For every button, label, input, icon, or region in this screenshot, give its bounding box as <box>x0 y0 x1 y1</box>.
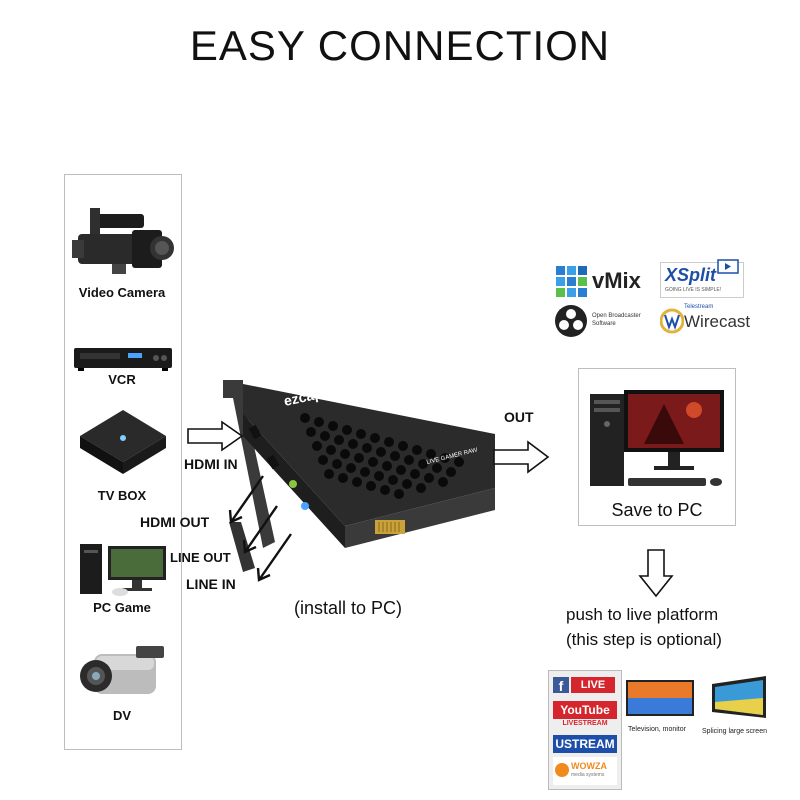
facebook-icon: f <box>553 677 569 694</box>
out-label: OUT <box>504 409 534 425</box>
xsplit-logo-text: XSplit <box>665 265 717 285</box>
down-arrow-icon <box>638 549 674 598</box>
vmix-logo-text: vMix <box>592 268 641 293</box>
hdmi-in-arrow-icon <box>187 420 244 452</box>
youtube-logo: YouTube <box>553 701 617 719</box>
wirecast-top-text: Telestream <box>684 304 714 310</box>
wowza-icon <box>555 763 569 777</box>
wirecast-logo-icon <box>660 308 684 334</box>
vmix-logo-icon <box>556 266 587 297</box>
xsplit-logo: XSplit GOING LIVE IS SIMPLE! <box>660 259 744 298</box>
television-monitor-icon <box>626 680 694 716</box>
line-in-label: LINE IN <box>186 576 236 592</box>
tv-monitor-caption: Television, monitor <box>628 726 686 733</box>
wowza-logo: WOWZA media systems <box>553 757 617 785</box>
wirecast-logo-text: Wirecast <box>684 312 751 331</box>
push-line-2: (this step is optional) <box>566 630 722 649</box>
live-platform-logos: f LIVE YouTube LIVESTREAM USTREAM WOWZA … <box>548 670 788 790</box>
output-arrows-icon <box>228 475 292 582</box>
ustream-logo: USTREAM <box>553 735 617 753</box>
install-caption: (install to PC) <box>294 598 403 618</box>
desktop-pc-icon <box>590 390 724 486</box>
device-label-vcr: VCR <box>108 372 136 387</box>
obs-line-2: Software <box>592 321 616 327</box>
capture-card: ezcap LIVE GAMER RAW <box>223 380 495 572</box>
obs-line-1: Open Broadcaster <box>592 313 641 319</box>
livestream-logo: LIVESTREAM <box>562 720 608 727</box>
device-label-pc-game: PC Game <box>93 600 151 615</box>
card-brand-text: ezcap <box>282 385 323 409</box>
page-title: EASY CONNECTION <box>189 22 611 69</box>
wowza-subtext: media systems <box>571 772 605 778</box>
obs-logo-text: Open Broadcaster Software <box>592 312 641 328</box>
video-camera-icon <box>72 208 174 274</box>
dv-camcorder-icon <box>80 646 164 694</box>
device-label-video-camera: Video Camera <box>78 285 166 300</box>
device-label-tv-box: TV BOX <box>97 488 147 503</box>
xsplit-screen-icon <box>717 259 739 274</box>
device-label-dv: DV <box>112 708 132 723</box>
splicing-screen-icon <box>712 676 766 718</box>
line-out-label: LINE OUT <box>170 550 231 565</box>
push-line-1: push to live platform <box>566 605 719 624</box>
hdmi-out-label: HDMI OUT <box>140 514 210 530</box>
splicing-caption: Splicing large screen <box>702 728 767 735</box>
out-arrow-icon <box>493 440 550 474</box>
streaming-software-logos: vMix XSplit GOING LIVE IS SIMPLE! Open B… <box>552 259 752 342</box>
obs-logo-icon <box>555 305 587 337</box>
vcr-icon <box>74 348 172 371</box>
platform-logo-stack: f LIVE YouTube LIVESTREAM USTREAM WOWZA … <box>548 670 622 790</box>
save-to-pc-label: Save to PC <box>611 500 703 520</box>
xsplit-tagline: GOING LIVE IS SIMPLE! <box>665 287 722 293</box>
wowza-text: WOWZA <box>571 761 607 771</box>
hdmi-in-label: HDMI IN <box>184 456 238 472</box>
facebook-live-badge: LIVE <box>571 677 615 693</box>
tv-box-icon <box>80 410 166 474</box>
pc-game-icon <box>80 544 166 596</box>
